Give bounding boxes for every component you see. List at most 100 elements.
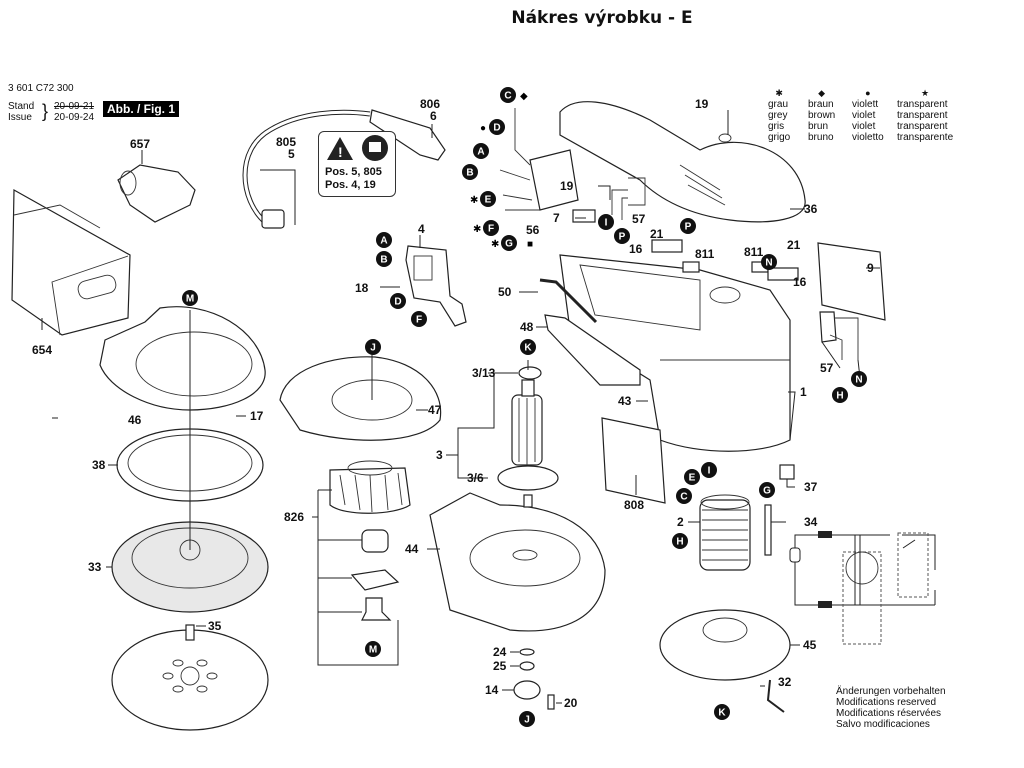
issue-label: Issue	[8, 112, 32, 123]
label-5: 5	[288, 147, 295, 161]
label-20: 20	[564, 696, 578, 710]
legend-col-transparent: ★ transparent transparent transparent tr…	[897, 88, 953, 143]
label-21: 21	[787, 238, 801, 252]
warning-line: Pos. 5, 805	[325, 166, 382, 178]
label-811: 811	[744, 245, 764, 259]
part-screw-34	[764, 504, 772, 556]
svg-text:P: P	[685, 222, 692, 233]
motor-icon	[789, 547, 801, 563]
square-marker-icon: ■	[527, 239, 533, 250]
legend-col-grey: ✱ grau grey gris grigo	[768, 88, 790, 143]
label-36: 36	[804, 202, 818, 216]
part-holder-7	[572, 209, 596, 223]
part-fan-cover	[99, 306, 266, 411]
svg-text:E: E	[689, 473, 696, 484]
part-power-cord	[242, 109, 446, 229]
legend-text: grey	[768, 110, 788, 121]
svg-text:M: M	[186, 294, 194, 305]
reference-badge-d: D	[489, 119, 505, 135]
reference-badge-h: H	[832, 387, 848, 403]
reference-badge-p: P	[680, 218, 696, 234]
svg-text:H: H	[676, 537, 683, 548]
badge-markers: ◆ ● ✱ ✱ ✱ ■	[470, 91, 533, 250]
legend-text: transparent	[897, 99, 948, 110]
warning-line: Pos. 4, 19	[325, 179, 376, 191]
legend-col-violet: ● violett violet violet violetto	[852, 88, 884, 143]
label-56: 56	[526, 223, 540, 237]
label-21: 21	[650, 227, 664, 241]
svg-text:J: J	[370, 343, 376, 354]
reference-badge-b: B	[462, 164, 478, 180]
label-805: 805	[276, 135, 296, 149]
part-fan-guard	[279, 356, 442, 441]
svg-text:A: A	[380, 236, 387, 247]
svg-text:!: !	[338, 144, 343, 160]
reference-badge-p: P	[614, 228, 630, 244]
reference-badge-m: M	[182, 290, 198, 306]
label-826: 826	[284, 510, 304, 524]
legend-col-brown: ◆ braun brown brun bruno	[808, 88, 835, 143]
svg-text:E: E	[485, 195, 492, 206]
part-armature	[497, 379, 559, 508]
diamond-icon: ◆	[818, 88, 826, 98]
part-brush-holder	[819, 311, 837, 343]
legend-text: transparente	[897, 132, 954, 143]
label-16: 16	[629, 242, 643, 256]
reference-badge-i: I	[701, 462, 717, 478]
svg-text:H: H	[836, 391, 843, 402]
leader-lines	[41, 110, 880, 704]
dot-marker-icon: ●	[480, 123, 486, 134]
label-44: 44	[405, 542, 419, 556]
svg-text:F: F	[488, 224, 494, 235]
stand-label: Stand	[8, 101, 35, 112]
label-14: 14	[485, 683, 499, 697]
date-old: 20-09-21	[54, 101, 95, 112]
svg-text:K: K	[718, 708, 726, 719]
part-nut-37	[779, 464, 795, 480]
part-bottom-plate	[659, 609, 791, 681]
part-nameplate-9	[817, 242, 886, 321]
note-line: Salvo modificaciones	[836, 719, 930, 730]
part-washer-25	[519, 661, 535, 671]
reference-badge-a: A	[473, 143, 489, 159]
label-18: 18	[355, 281, 369, 295]
part-wire-32	[766, 679, 785, 713]
wiring-schematic	[789, 531, 936, 645]
part-bearing-826	[361, 529, 389, 553]
label-33: 33	[88, 560, 102, 574]
part-eccentric	[361, 597, 392, 621]
part-number: 3 601 C72 300	[8, 83, 74, 94]
svg-text:A: A	[477, 147, 484, 158]
part-number-labels: 657 654 805 5 806 6 4 18 56 19 19 7 57 3…	[32, 97, 874, 710]
figure-tag: Abb. / Fig. 1	[103, 101, 179, 117]
part-switch	[405, 245, 467, 327]
label-3: 3	[436, 448, 443, 462]
svg-text:B: B	[380, 255, 387, 266]
part-washer-24	[519, 648, 535, 656]
label-45: 45	[803, 638, 817, 652]
label-37: 37	[804, 480, 818, 494]
label-43: 43	[618, 394, 632, 408]
legend-text: braun	[808, 99, 834, 110]
legend-text: gris	[768, 121, 785, 132]
svg-text:D: D	[493, 123, 500, 134]
svg-text:C: C	[680, 492, 687, 503]
label-57: 57	[632, 212, 646, 226]
part-nameplate-808	[601, 417, 666, 504]
reference-badge-d: D	[390, 293, 406, 309]
svg-text:D: D	[394, 297, 401, 308]
part-sanding-disc	[111, 629, 269, 731]
svg-text:B: B	[466, 168, 473, 179]
diamond-marker-icon: ◆	[520, 91, 528, 102]
reference-badge-k: K	[714, 704, 730, 720]
legend-text: violetto	[852, 132, 884, 143]
asterisk-marker-icon: ✱	[473, 224, 481, 235]
legend-text: violet	[852, 121, 876, 132]
label-47: 47	[428, 403, 442, 417]
part-carbon-brush	[682, 261, 700, 273]
label-811: 811	[695, 247, 715, 261]
label-657: 657	[130, 137, 150, 151]
asterisk-icon: ✱	[775, 88, 783, 98]
switch-icon	[902, 539, 916, 549]
